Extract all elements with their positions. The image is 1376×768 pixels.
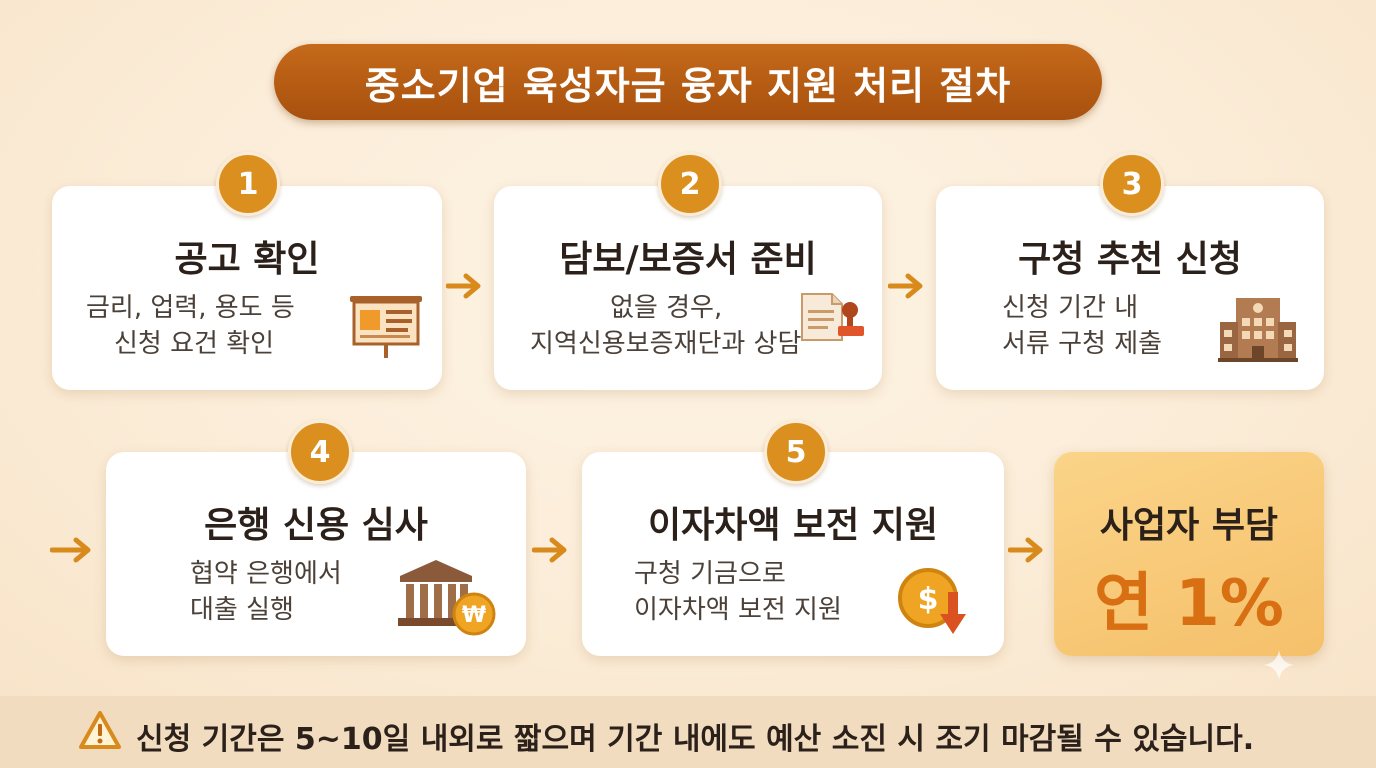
footer-notice-text: 신청 기간은 5~10일 내외로 짧으며 기간 내에도 예산 소진 시 조기 마… (136, 722, 1255, 757)
svg-text:$: $ (918, 582, 939, 617)
step-desc-line: 서류 구청 제출 (1002, 329, 1163, 359)
step-card-2: 담보/보증서 준비 없을 경우, 지역신용보증재단과 상담 (494, 186, 882, 390)
step-number-badge: 2 (658, 152, 722, 216)
step-number-badge: 4 (288, 420, 352, 484)
step-desc-line: 금리, 업력, 용도 등 (86, 293, 295, 323)
arrow-right-icon (888, 273, 923, 299)
step-desc-line: 구청 기금으로 (634, 559, 786, 589)
step-desc-line: 이자차액 보전 지원 (634, 595, 842, 625)
step-number-badge: 1 (216, 152, 280, 216)
step-card-1: 공고 확인 금리, 업력, 용도 등 신청 요건 확인 (52, 186, 442, 390)
footer-notice-bar: 신청 기간은 5~10일 내외로 짧으며 기간 내에도 예산 소진 시 조기 마… (0, 696, 1376, 768)
step-title: 구청 추천 신청 (1018, 239, 1242, 280)
step-desc-line: 협약 은행에서 (190, 559, 342, 589)
step-card-4: 은행 신용 심사 협약 은행에서 대출 실행 ₩ (106, 452, 526, 656)
step-number-badge: 3 (1100, 152, 1164, 216)
step-title: 담보/보증서 준비 (559, 239, 817, 280)
step-desc-line: 지역신용보증재단과 상담 (530, 329, 802, 359)
step-desc-line: 신청 기간 내 (1002, 293, 1139, 323)
document-stamp-icon (801, 293, 864, 341)
result-card: 사업자 부담 연 1% (1054, 452, 1324, 656)
title-banner: 중소기업 육성자금 융자 지원 처리 절차 (274, 44, 1102, 120)
bank-won-icon: ₩ (398, 560, 496, 636)
step-title: 이자차액 보전 지원 (647, 505, 939, 546)
step-title: 은행 신용 심사 (204, 505, 428, 546)
step-number-badge: 5 (764, 420, 828, 484)
arrow-right-icon (532, 537, 567, 563)
arrow-right-icon (50, 537, 91, 563)
sparkle-icon (1264, 650, 1294, 680)
arrow-right-icon (446, 273, 481, 299)
dollar-down-arrow-icon: $ (898, 568, 966, 634)
presentation-board-icon (350, 296, 422, 358)
result-title: 사업자 부담 (1099, 505, 1279, 546)
step-title: 공고 확인 (174, 239, 320, 280)
step-desc-line: 대출 실행 (190, 595, 294, 625)
svg-text:₩: ₩ (462, 603, 486, 628)
office-building-icon (1218, 298, 1298, 362)
page-title: 중소기업 육성자금 융자 지원 처리 절차 (364, 63, 1012, 108)
step-card-3: 구청 추천 신청 신청 기간 내 서류 구청 제출 (936, 186, 1324, 390)
result-value: 연 1% (1094, 567, 1284, 641)
step-desc-line: 신청 요건 확인 (114, 329, 275, 359)
warning-icon (79, 711, 121, 749)
step-card-5: 이자차액 보전 지원 구청 기금으로 이자차액 보전 지원 $ (582, 452, 1004, 656)
step-desc-line: 없을 경우, (610, 293, 723, 323)
arrow-right-icon (1008, 537, 1043, 563)
